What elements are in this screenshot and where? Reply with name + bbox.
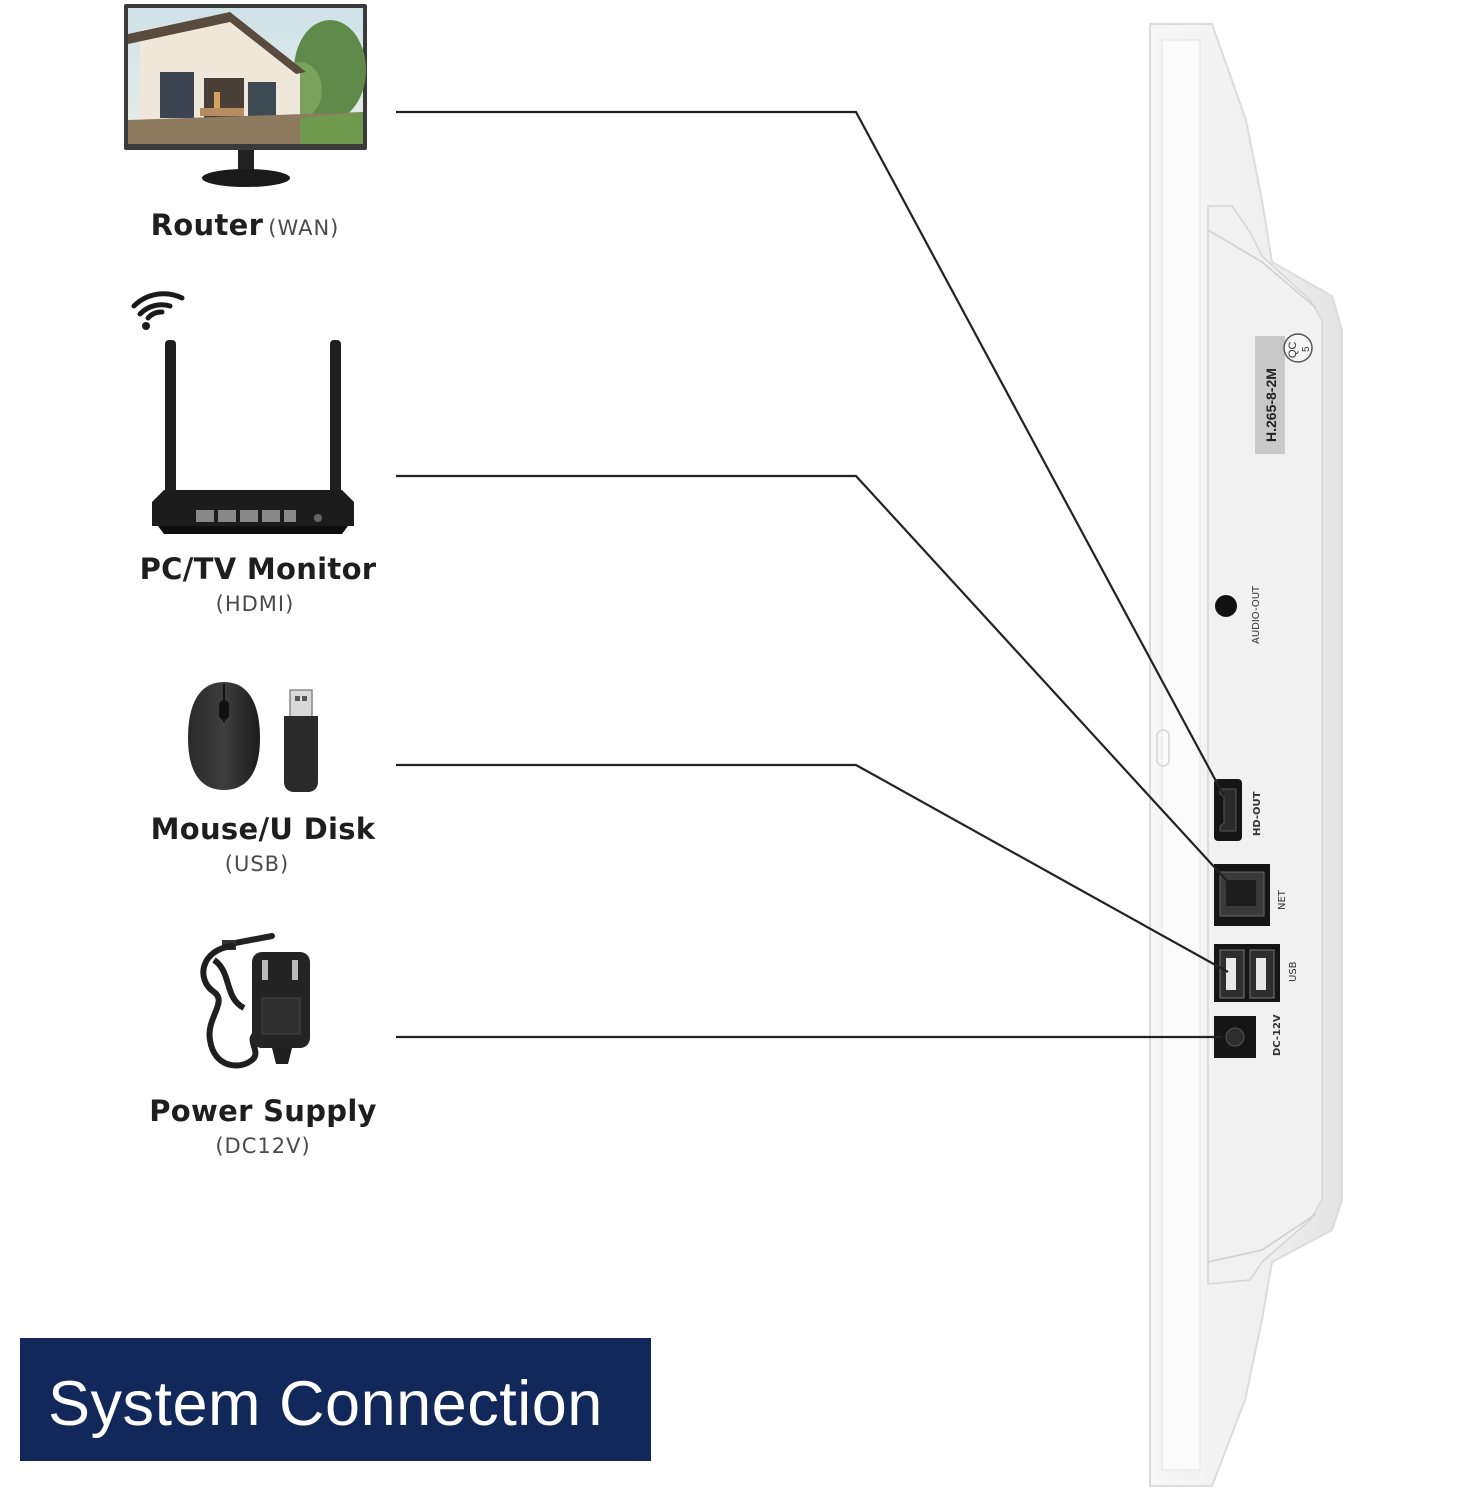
nvr-device-side-view bbox=[1149, 23, 1343, 1487]
hd-out-label: HD-OUT bbox=[1252, 791, 1263, 836]
power-sub: (DC12V) bbox=[215, 1134, 311, 1158]
line-monitor-to-net bbox=[396, 474, 1229, 883]
monitor-icon bbox=[124, 4, 367, 187]
connection-lines bbox=[396, 110, 1229, 1039]
usb-label: USB bbox=[1288, 961, 1299, 982]
power-title: Power Supply bbox=[149, 1094, 377, 1128]
dc-12v-label: DC-12V bbox=[1272, 1014, 1283, 1056]
audio-out-port: AUDIO-OUT bbox=[1215, 585, 1262, 644]
line-usb-to-usb-port bbox=[396, 763, 1229, 973]
wifi-icon bbox=[131, 291, 185, 330]
model-label-sticker: H.265-8-2M bbox=[1255, 336, 1285, 454]
monitor-title: PC/TV Monitor bbox=[139, 552, 377, 586]
router-label: Router (WAN) bbox=[110, 208, 380, 242]
qc-badge-number: 5 bbox=[1301, 346, 1312, 352]
net-port: NET bbox=[1214, 864, 1288, 926]
usb-device-title: Mouse/U Disk bbox=[150, 812, 376, 846]
usb-drive-icon bbox=[284, 689, 318, 792]
usb-ports: USB bbox=[1214, 944, 1299, 1002]
monitor-sub: (HDMI) bbox=[215, 592, 295, 616]
audio-out-label: AUDIO-OUT bbox=[1251, 585, 1262, 644]
router-title: Router bbox=[150, 208, 264, 242]
monitor-label: PC/TV Monitor (HDMI) bbox=[110, 552, 406, 616]
mouse-icon bbox=[188, 682, 260, 790]
power-adapter-icon bbox=[200, 933, 310, 1069]
line-router-to-hd-out bbox=[396, 110, 1225, 797]
qc-badge: QC 5 bbox=[1283, 333, 1313, 363]
router-icon bbox=[152, 340, 354, 534]
dc-12v-port: DC-12V bbox=[1214, 1014, 1283, 1058]
hd-out-port: HD-OUT bbox=[1214, 779, 1263, 841]
net-label: NET bbox=[1277, 889, 1288, 910]
usb-device-label: Mouse/U Disk (USB) bbox=[128, 812, 398, 876]
power-label: Power Supply (DC12V) bbox=[128, 1094, 398, 1158]
system-connection-banner: System Connection bbox=[20, 1338, 651, 1461]
router-sub: (WAN) bbox=[268, 216, 340, 240]
banner-title: System Connection bbox=[48, 1369, 603, 1439]
model-label-text: H.265-8-2M bbox=[1263, 368, 1279, 442]
usb-device-sub: (USB) bbox=[224, 852, 290, 876]
qc-badge-text: QC bbox=[1287, 341, 1299, 358]
